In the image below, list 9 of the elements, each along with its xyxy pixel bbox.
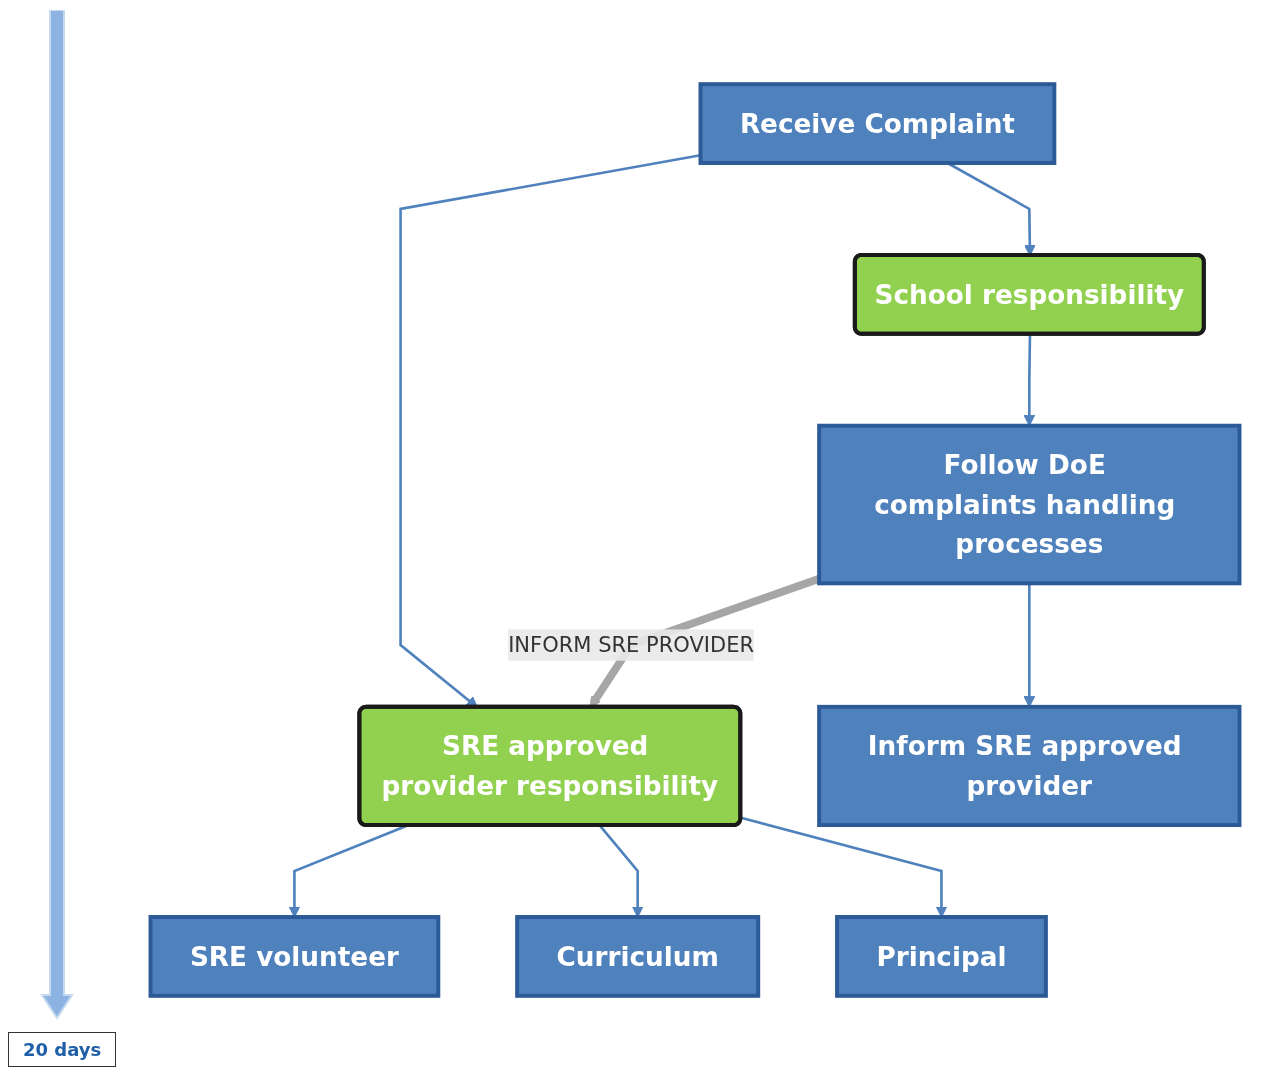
node-box: SRE volunteer bbox=[148, 915, 441, 998]
node-box: Inform SRE approved provider bbox=[817, 704, 1242, 828]
node-box: Receive Complaint bbox=[698, 82, 1057, 165]
arrow bbox=[740, 816, 948, 918]
node-box: Follow DoE complaints handling processes bbox=[817, 423, 1242, 586]
node-box: Principal bbox=[835, 915, 1048, 998]
edge-label: INFORM SRE PROVIDER bbox=[508, 631, 755, 657]
node-box: Curriculum bbox=[515, 915, 761, 998]
duration-label: 20 days bbox=[8, 1032, 117, 1067]
